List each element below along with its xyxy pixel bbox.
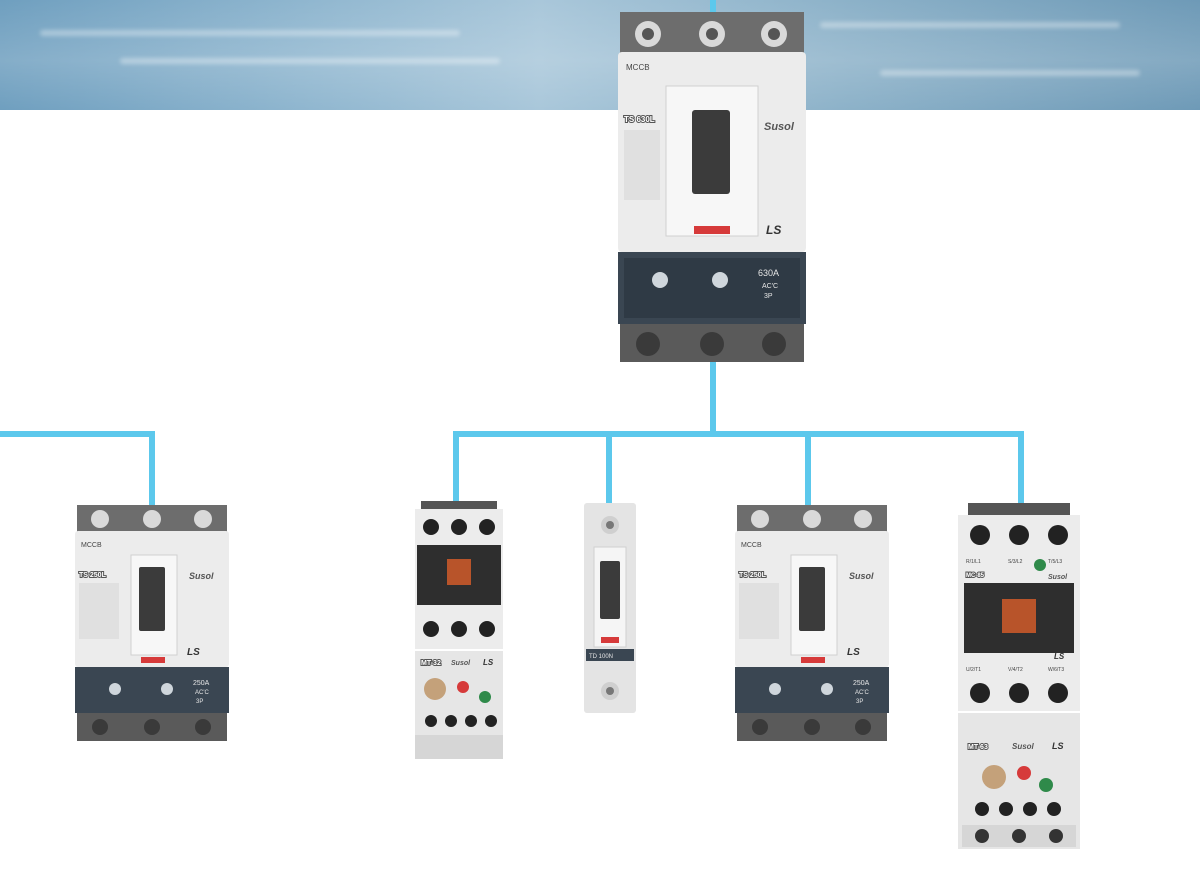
large-contactor-model: MC-85 bbox=[966, 573, 985, 579]
large-contactor-relay-brand: Susol bbox=[1012, 742, 1035, 751]
large-contactor-terminal-top-3: T/5/L3 bbox=[1048, 559, 1062, 565]
right-mccb-maker: LS bbox=[847, 647, 860, 658]
small-contactor-relay-model: MT-32 bbox=[421, 660, 441, 667]
wire-drop-right-mccb bbox=[805, 431, 811, 507]
main-mccb-indicator bbox=[694, 226, 730, 234]
main-mccb-poles: 3P bbox=[764, 293, 773, 300]
main-mccb-ac: AC'C bbox=[762, 283, 778, 290]
main-mccb: MCCB TS 630L Susol LS 630A AC'C 3P bbox=[618, 12, 806, 362]
single-pole-breaker: TD 100N bbox=[584, 503, 636, 713]
left-mccb: MCCB TS 250L Susol LS 250A AC'C 3P bbox=[75, 505, 229, 741]
wire-bus-left bbox=[0, 431, 155, 437]
wire-drop-large-contactor bbox=[1018, 431, 1024, 505]
right-mccb-brand: Susol bbox=[849, 571, 874, 581]
left-mccb-rating: 250A bbox=[193, 680, 210, 687]
large-contactor: R/1/L1 S/3/L2 T/5/L3 MC-85 Susol LS U/2/… bbox=[958, 503, 1080, 849]
right-mccb-rating: 250A bbox=[853, 680, 870, 687]
right-mccb-ac: AC'C bbox=[855, 690, 869, 696]
wire-drop-single-pole bbox=[606, 431, 612, 505]
small-contactor-brand: Susol bbox=[451, 660, 471, 667]
large-contactor-relay-maker: LS bbox=[1052, 741, 1064, 751]
wire-bus-right bbox=[453, 431, 1024, 437]
main-mccb-rating: 630A bbox=[758, 268, 779, 278]
wire-main-drop bbox=[710, 360, 716, 434]
left-mccb-brand: Susol bbox=[189, 571, 214, 581]
right-mccb-poles: 3P bbox=[856, 699, 863, 705]
left-mccb-ac: AC'C bbox=[195, 690, 209, 696]
right-mccb: MCCB TS 250L Susol LS 250A AC'C 3P bbox=[735, 505, 889, 741]
left-mccb-maker: LS bbox=[187, 647, 200, 658]
main-mccb-type-label: MCCB bbox=[626, 63, 650, 72]
small-contactor-maker: LS bbox=[483, 658, 494, 667]
sky-banner bbox=[0, 0, 1200, 110]
single-pole-model: TD 100N bbox=[589, 654, 613, 660]
large-contactor-terminal-top-2: S/3/L2 bbox=[1008, 559, 1023, 565]
large-contactor-maker: LS bbox=[1054, 652, 1065, 661]
wire-drop-small-contactor bbox=[453, 431, 459, 503]
large-contactor-terminal-bottom-3: W/6/T3 bbox=[1048, 667, 1064, 673]
right-mccb-model: TS 250L bbox=[739, 572, 767, 579]
wire-top-feed bbox=[710, 0, 716, 14]
wire-drop-left-mccb bbox=[149, 431, 155, 507]
large-contactor-relay-model: MT-63 bbox=[968, 744, 988, 751]
left-mccb-type-label: MCCB bbox=[81, 542, 102, 549]
large-contactor-terminal-top-1: R/1/L1 bbox=[966, 559, 981, 565]
main-mccb-brand: Susol bbox=[764, 121, 795, 133]
right-mccb-type-label: MCCB bbox=[741, 542, 762, 549]
left-mccb-model: TS 250L bbox=[79, 572, 107, 579]
main-mccb-maker: LS bbox=[766, 223, 781, 237]
small-contactor: MT-32 Susol LS bbox=[415, 501, 503, 759]
main-mccb-model: TS 630L bbox=[624, 115, 655, 124]
large-contactor-brand: Susol bbox=[1048, 574, 1068, 581]
large-contactor-terminal-bottom-1: U/2/T1 bbox=[966, 667, 981, 673]
left-mccb-poles: 3P bbox=[196, 699, 203, 705]
large-contactor-terminal-bottom-2: V/4/T2 bbox=[1008, 667, 1023, 673]
